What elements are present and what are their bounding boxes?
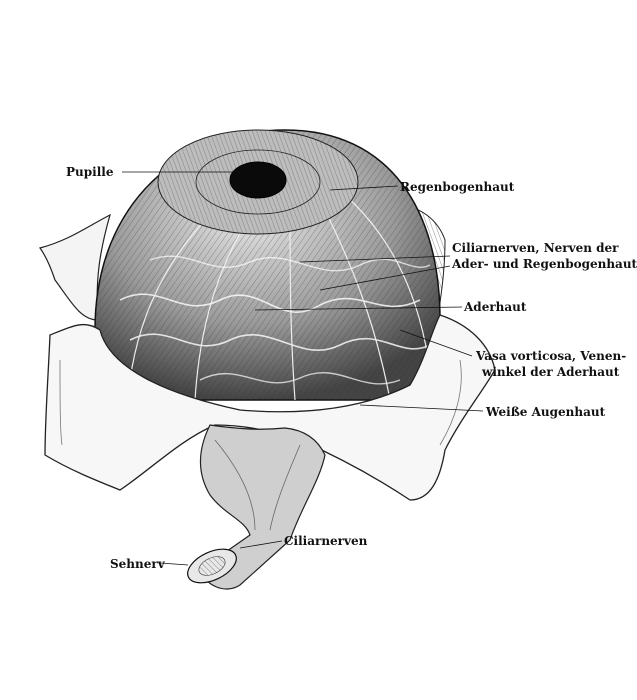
label-weisse-augenhaut: Weiße Augenhaut	[486, 405, 606, 419]
label-vasa-vorticosa-line2: winkel der Aderhaut	[482, 365, 620, 379]
optic-nerve-sheath	[199, 424, 326, 590]
label-aderhaut: Aderhaut	[464, 300, 527, 314]
label-sehnerv: Sehnerv	[110, 557, 165, 571]
label-pupille: Pupille	[66, 165, 114, 179]
label-regenbogenhaut: Regenbogenhaut	[400, 180, 515, 194]
label-ciliarnerven-nerven-line1: Ciliarnerven, Nerven der	[452, 241, 619, 255]
pupil	[229, 161, 287, 199]
label-vasa-vorticosa-line1: Vasa vorticosa, Venen-	[476, 349, 627, 363]
label-ciliarnerven: Ciliarnerven	[284, 534, 368, 548]
label-ciliarnerven-nerven-line2: Ader- und Regenbogenhaut	[452, 257, 637, 271]
sclera-collar-front	[44, 314, 496, 501]
leader-lines	[122, 171, 484, 566]
